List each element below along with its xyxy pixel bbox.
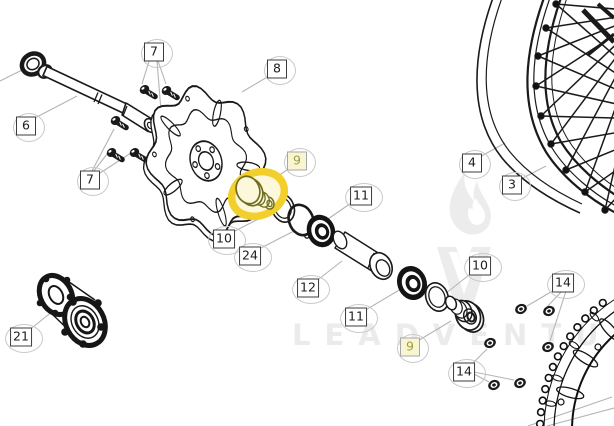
callout-halo bbox=[208, 225, 246, 255]
callout-number: 21 bbox=[10, 327, 32, 347]
nut bbox=[512, 376, 528, 390]
part-9-collar-highlighted bbox=[227, 167, 289, 221]
nut bbox=[541, 304, 557, 318]
callout-number: 10 bbox=[469, 256, 491, 276]
callout-number: 11 bbox=[345, 307, 367, 327]
callout-number: 6 bbox=[16, 116, 36, 136]
callout-number: 3 bbox=[502, 175, 522, 195]
callout-7b[interactable]: 7 bbox=[77, 166, 109, 196]
callout-11a[interactable]: 11 bbox=[345, 182, 383, 212]
bolt bbox=[160, 84, 177, 97]
leader-lines bbox=[0, 60, 614, 426]
callout-halo bbox=[264, 55, 296, 85]
callout-number: 14 bbox=[453, 362, 475, 382]
callout-9b-highlighted[interactable]: 9 bbox=[397, 333, 429, 363]
callout-number: 11 bbox=[350, 186, 372, 206]
callout-14a[interactable]: 14 bbox=[547, 269, 585, 299]
callout-halo bbox=[397, 333, 429, 363]
callout-12[interactable]: 12 bbox=[292, 274, 330, 304]
nut bbox=[486, 378, 502, 392]
callout-halo bbox=[292, 274, 330, 304]
callout-21[interactable]: 21 bbox=[5, 323, 43, 353]
callout-halo bbox=[345, 182, 383, 212]
part-21-wheel-hub bbox=[36, 272, 108, 348]
part-9-collar-right bbox=[444, 295, 485, 333]
callout-halo bbox=[234, 242, 272, 272]
callout-halo bbox=[77, 166, 109, 196]
callout-halo bbox=[284, 147, 316, 177]
callout-3[interactable]: 3 bbox=[499, 171, 531, 201]
bolt bbox=[128, 146, 145, 159]
callout-halo bbox=[5, 323, 43, 353]
callout-halo bbox=[141, 38, 173, 68]
callout-halo bbox=[499, 171, 531, 201]
callout-number: 24 bbox=[239, 246, 261, 266]
bolt bbox=[138, 83, 155, 96]
rear-sprocket bbox=[535, 298, 614, 426]
callout-halo bbox=[13, 112, 45, 142]
part-11-bearing-left bbox=[302, 210, 340, 252]
callout-number: 7 bbox=[80, 170, 100, 190]
callout-number: 10 bbox=[213, 229, 235, 249]
callout-halo bbox=[448, 358, 486, 388]
part-6-rear-axle bbox=[19, 51, 157, 134]
bolt bbox=[105, 146, 122, 159]
callout-10b[interactable]: 10 bbox=[464, 252, 502, 282]
nut bbox=[482, 336, 498, 350]
part-8-brake-disc bbox=[142, 85, 267, 242]
callout-halo bbox=[464, 252, 502, 282]
callout-halo bbox=[459, 149, 491, 179]
disc-details bbox=[152, 95, 261, 227]
callout-number: 9 bbox=[400, 337, 420, 357]
callout-4[interactable]: 4 bbox=[459, 149, 491, 179]
callout-number: 9 bbox=[287, 151, 307, 171]
callout-11b[interactable]: 11 bbox=[340, 303, 378, 333]
callout-number: 12 bbox=[297, 278, 319, 298]
callout-6[interactable]: 6 bbox=[13, 112, 45, 142]
callout-number: 14 bbox=[552, 273, 574, 293]
callout-number: 7 bbox=[144, 42, 164, 62]
part-3-4-spoked-wheel bbox=[476, 0, 614, 214]
nut bbox=[540, 340, 556, 354]
nut bbox=[513, 302, 529, 316]
callout-10a[interactable]: 10 bbox=[208, 225, 246, 255]
callout-8[interactable]: 8 bbox=[264, 55, 296, 85]
part-12-spacer-tube bbox=[332, 230, 394, 281]
callout-number: 8 bbox=[267, 59, 287, 79]
callout-24[interactable]: 24 bbox=[234, 242, 272, 272]
callout-7a[interactable]: 7 bbox=[141, 38, 173, 68]
callout-number: 4 bbox=[462, 153, 482, 173]
callout-9-highlighted[interactable]: 9 bbox=[284, 147, 316, 177]
callout-14b[interactable]: 14 bbox=[448, 358, 486, 388]
flame-icon bbox=[449, 172, 491, 235]
callout-halo bbox=[547, 269, 585, 299]
callout-halo bbox=[340, 303, 378, 333]
